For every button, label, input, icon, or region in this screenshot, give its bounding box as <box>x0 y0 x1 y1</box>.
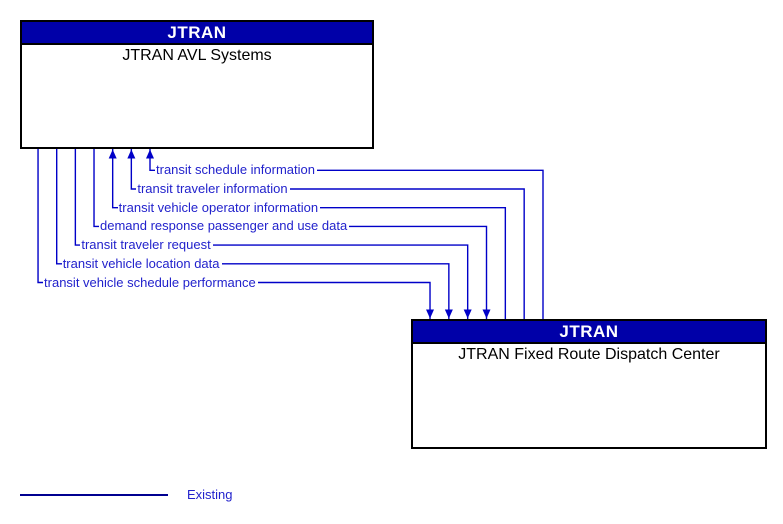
arrow-down-icon <box>482 309 491 319</box>
flow-label[interactable]: transit vehicle operator information <box>117 199 321 216</box>
legend-existing-label: Existing <box>187 487 233 502</box>
flow-label[interactable]: transit vehicle location data <box>61 255 222 272</box>
entity-org-label: JTRAN <box>167 23 227 42</box>
entity-name-label: JTRAN AVL Systems <box>122 47 272 64</box>
entity-name-label: JTRAN Fixed Route Dispatch Center <box>458 346 720 363</box>
arrow-down-icon <box>463 309 472 319</box>
flow-label[interactable]: transit traveler information <box>136 181 290 197</box>
arrow-down-icon <box>426 309 435 319</box>
flow-label[interactable]: transit schedule information <box>155 162 317 179</box>
entity-jtran-avl-systems[interactable]: JTRAN JTRAN AVL Systems <box>20 20 374 149</box>
legend-existing-line-icon <box>20 494 168 496</box>
arrow-up-icon <box>108 149 117 159</box>
arrow-up-icon <box>127 149 136 159</box>
flow-label[interactable]: demand response passenger and use data <box>99 218 350 235</box>
flow-label[interactable]: transit traveler request <box>80 237 213 254</box>
entity-org-label: JTRAN <box>559 322 619 341</box>
entity-jtran-fixed-route-dispatch-center[interactable]: JTRAN JTRAN Fixed Route Dispatch Center <box>411 319 767 449</box>
flow-label[interactable]: transit vehicle schedule performance <box>43 274 258 291</box>
arrow-down-icon <box>444 309 453 319</box>
arrow-up-icon <box>146 149 154 159</box>
entity-header-band: JTRAN <box>413 321 765 344</box>
entity-header-band: JTRAN <box>22 22 372 45</box>
